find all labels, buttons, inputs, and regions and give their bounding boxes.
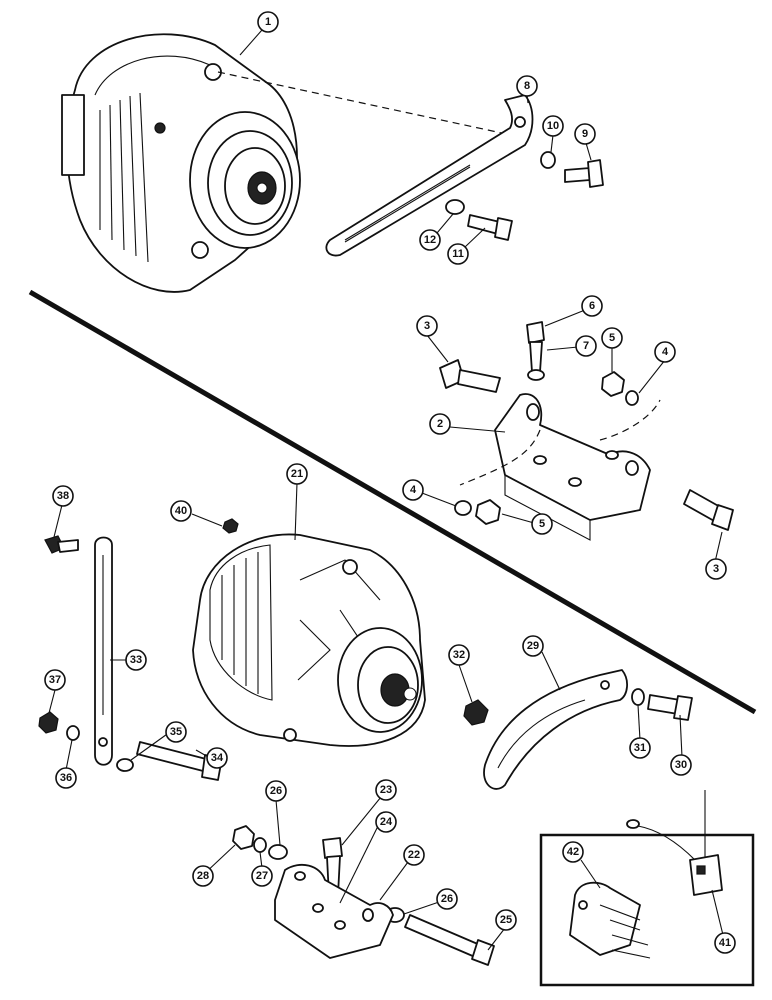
svg-text:1: 1 xyxy=(265,16,271,28)
svg-text:3: 3 xyxy=(424,320,430,332)
svg-text:9: 9 xyxy=(582,128,588,140)
callout-32: 32 xyxy=(448,644,470,666)
svg-text:42: 42 xyxy=(567,846,579,858)
callout-3-upper: 3 xyxy=(416,315,438,337)
svg-text:26: 26 xyxy=(441,893,453,905)
callout-26-upper: 26 xyxy=(265,780,287,802)
svg-text:5: 5 xyxy=(609,332,615,344)
adjusting-strap-right xyxy=(483,669,628,790)
callout-11: 11 xyxy=(447,243,469,265)
callout-36: 36 xyxy=(55,767,77,789)
svg-text:34: 34 xyxy=(211,752,224,764)
callout-12: 12 xyxy=(419,229,441,251)
mounting-bracket-bottom xyxy=(274,863,394,959)
callout-21: 21 xyxy=(286,463,308,485)
callout-26-lower: 26 xyxy=(436,888,458,910)
svg-text:40: 40 xyxy=(175,505,187,517)
svg-text:2: 2 xyxy=(437,418,443,430)
svg-text:10: 10 xyxy=(547,120,559,132)
svg-text:30: 30 xyxy=(675,759,687,771)
svg-text:36: 36 xyxy=(60,772,72,784)
svg-text:5: 5 xyxy=(539,518,545,530)
callout-4-lower: 4 xyxy=(402,479,424,501)
svg-text:35: 35 xyxy=(170,726,182,738)
callout-25: 25 xyxy=(495,909,517,931)
alternator-bottom xyxy=(192,533,426,747)
callout-7: 7 xyxy=(575,335,597,357)
svg-text:31: 31 xyxy=(634,742,646,754)
callout-10: 10 xyxy=(542,115,564,137)
top-mount-dashed-line xyxy=(217,71,526,139)
svg-text:24: 24 xyxy=(380,816,393,828)
svg-text:3: 3 xyxy=(713,563,719,575)
callout-27: 27 xyxy=(251,865,273,887)
callout-29: 29 xyxy=(522,635,544,657)
svg-text:38: 38 xyxy=(57,490,69,502)
svg-text:11: 11 xyxy=(452,248,464,260)
section-divider-line xyxy=(28,289,757,715)
svg-text:29: 29 xyxy=(527,640,539,652)
svg-text:37: 37 xyxy=(49,674,61,686)
callout-28: 28 xyxy=(192,865,214,887)
svg-text:41: 41 xyxy=(719,937,731,949)
callout-23: 23 xyxy=(375,779,397,801)
callout-30: 30 xyxy=(670,754,692,776)
svg-text:8: 8 xyxy=(524,80,530,92)
callout-24: 24 xyxy=(375,811,397,833)
callout-4-upper: 4 xyxy=(654,341,676,363)
callout-3-lower: 3 xyxy=(705,558,727,580)
svg-text:22: 22 xyxy=(408,849,420,861)
callout-22: 22 xyxy=(403,844,425,866)
callout-9: 9 xyxy=(574,123,596,145)
callout-6: 6 xyxy=(581,295,603,317)
svg-text:32: 32 xyxy=(453,649,465,661)
callout-38: 38 xyxy=(52,485,74,507)
svg-text:7: 7 xyxy=(583,340,589,352)
callout-34: 34 xyxy=(206,747,228,769)
callout-37: 37 xyxy=(44,669,66,691)
svg-text:21: 21 xyxy=(291,468,303,480)
svg-text:6: 6 xyxy=(589,300,595,312)
svg-text:26: 26 xyxy=(270,785,282,797)
callout-2: 2 xyxy=(429,413,451,435)
svg-text:25: 25 xyxy=(500,914,512,926)
mounting-bracket-top xyxy=(494,393,651,541)
callout-42: 42 xyxy=(562,841,584,863)
leader-lines xyxy=(48,29,724,951)
callout-31: 31 xyxy=(629,737,651,759)
callout-41: 41 xyxy=(714,932,736,954)
svg-text:23: 23 xyxy=(380,784,392,796)
callout-1: 1 xyxy=(257,11,279,33)
svg-text:33: 33 xyxy=(130,654,142,666)
callout-35: 35 xyxy=(165,721,187,743)
svg-text:4: 4 xyxy=(410,484,417,496)
adjusting-strap-top xyxy=(325,94,534,257)
callout-33: 33 xyxy=(125,649,147,671)
svg-text:4: 4 xyxy=(662,346,669,358)
svg-text:12: 12 xyxy=(424,234,436,246)
callout-5-upper: 5 xyxy=(601,327,623,349)
svg-text:27: 27 xyxy=(256,870,268,882)
callout-40: 40 xyxy=(170,500,192,522)
svg-text:28: 28 xyxy=(197,870,209,882)
alternator-top xyxy=(61,33,301,293)
callout-5-lower: 5 xyxy=(531,513,553,535)
callout-8: 8 xyxy=(516,75,538,97)
